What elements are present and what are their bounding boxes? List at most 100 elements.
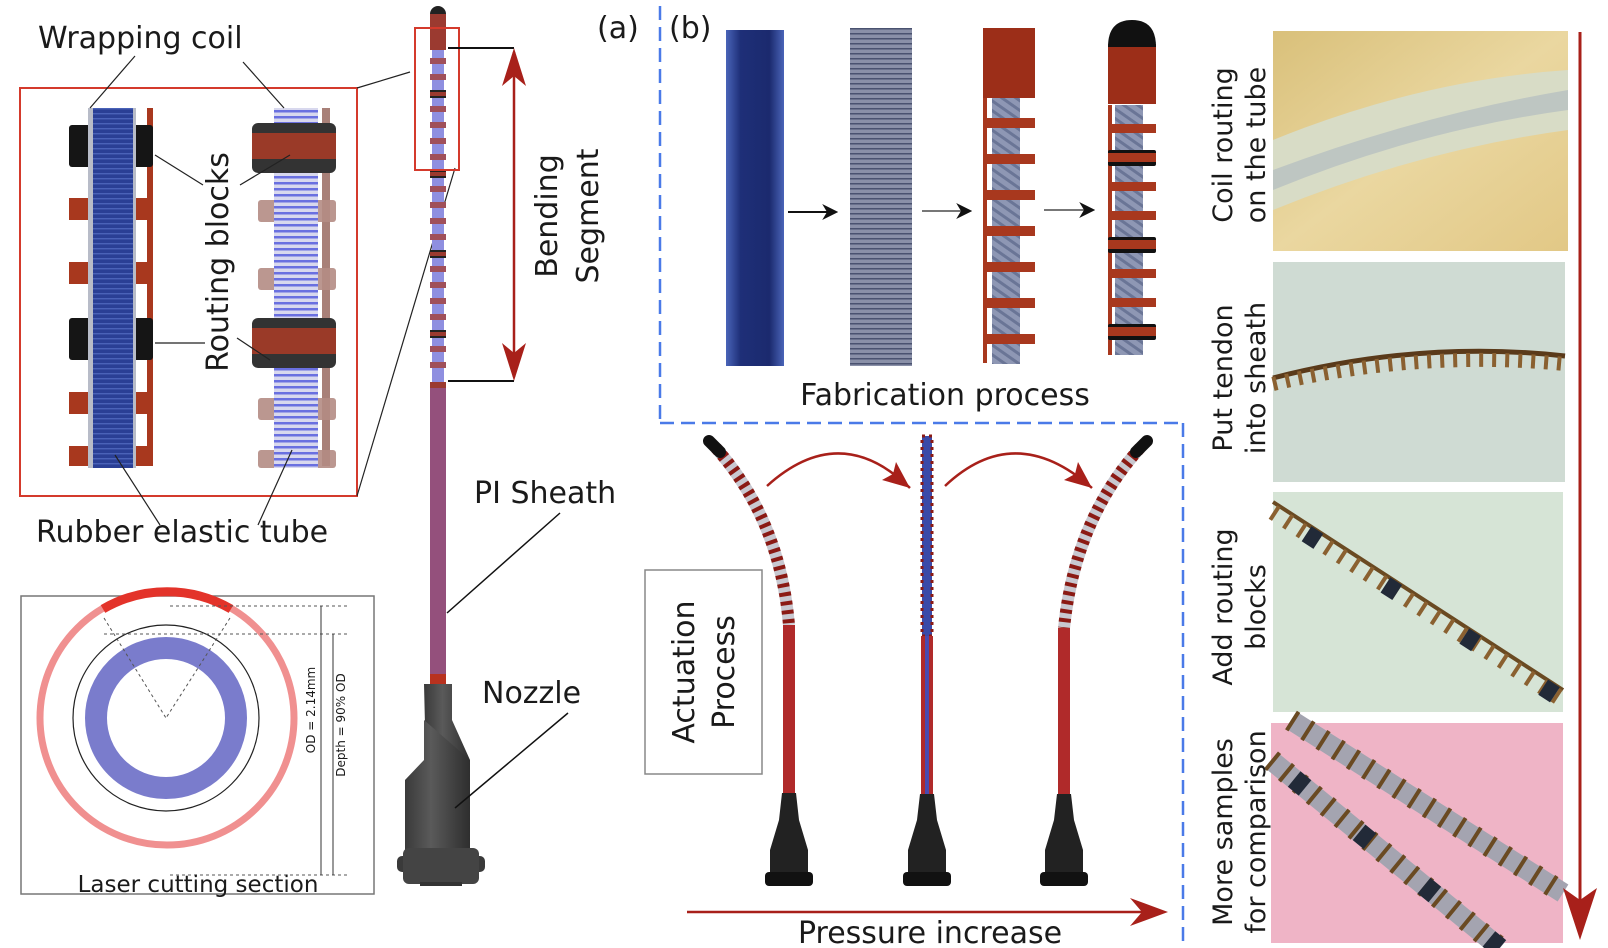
dimension-guides <box>103 605 350 876</box>
sheath-ring <box>430 346 446 352</box>
sheath-ring <box>430 362 446 368</box>
photo-3-line2: blocks <box>1241 564 1272 650</box>
sheath-ring <box>430 58 446 64</box>
od-label: OD = 2.14mm <box>304 667 318 753</box>
photo-4-line2: for comparison <box>1241 730 1272 933</box>
sheath-ring <box>430 298 446 304</box>
sheath-rib <box>1108 298 1156 307</box>
rubber-tube-ring <box>85 637 247 799</box>
detail-frame <box>19 87 358 497</box>
sheath-ring <box>430 218 446 224</box>
pressure-label: Pressure increase <box>798 916 1062 948</box>
photo-more-samples <box>1264 710 1569 948</box>
label-bending: Bending <box>530 154 565 278</box>
label-pi-sheath: PI Sheath <box>474 476 616 511</box>
zoom-region-box <box>414 27 460 171</box>
cross-section-title: Laser cutting section <box>78 872 319 898</box>
sheath-rib <box>1108 153 1156 162</box>
catheter-bent-left <box>703 435 813 886</box>
curved-arrow-2 <box>944 452 1093 489</box>
actuation-line2: Process <box>707 615 742 729</box>
arrow-down-icon <box>502 343 526 381</box>
actuation-label-box <box>644 569 763 775</box>
catheter-straight-center <box>903 434 951 886</box>
sheath-rib <box>1108 327 1156 336</box>
sheath-rib <box>1108 211 1156 220</box>
laser-cut-region <box>100 587 234 613</box>
sheath-ring <box>430 186 446 192</box>
arrowhead-icon <box>882 462 910 488</box>
fabrication-title: Fabrication process <box>800 378 1090 413</box>
sheath-ring <box>430 202 446 208</box>
sheath-rib <box>1108 269 1156 278</box>
outer-sheath-ring <box>36 587 298 849</box>
sheath-rib <box>983 154 1035 164</box>
label-wrapping-coil: Wrapping coil <box>38 21 243 56</box>
photo-1-line1: Coil routing <box>1208 67 1239 222</box>
detail-model-right <box>252 108 336 468</box>
actuation-line1: Actuation <box>667 600 702 743</box>
photo-3-line1: Add routing <box>1208 528 1239 685</box>
catheter-bent-right <box>1040 435 1153 886</box>
depth-label: Depth = 90% OD <box>334 673 348 776</box>
photo-tendon-sheath <box>1271 262 1566 482</box>
fab-step-3-sheath <box>983 28 1035 364</box>
panel-label-a: (a) <box>597 11 639 46</box>
sheath-rib <box>983 118 1035 128</box>
photo-1-line2: on the tube <box>1241 67 1272 224</box>
sheath-ring <box>430 282 446 288</box>
detail-model-left <box>69 108 153 468</box>
photo-4-line1: More samples <box>1208 738 1239 926</box>
tip-cap <box>1108 20 1156 47</box>
pi-sheath <box>430 382 446 682</box>
fab-step-1-tube <box>726 30 784 366</box>
sheath-rib <box>983 226 1035 236</box>
fabrication-panel: Fabrication process <box>726 20 1156 413</box>
curved-arrow-1 <box>766 452 911 489</box>
sheath-rib <box>983 298 1035 308</box>
fab-step-2-coil <box>850 28 912 366</box>
photo-routing-blocks <box>1268 492 1568 712</box>
catheter-leaders <box>446 512 569 809</box>
sheath-rib <box>983 262 1035 272</box>
fab-step-4-final <box>1108 20 1156 355</box>
arrow-right-icon <box>1130 898 1168 926</box>
sheath-rib <box>983 334 1035 344</box>
sheath-rib <box>1108 182 1156 191</box>
catheter-model: Bending Segment PI Sheath Nozzle <box>397 6 616 886</box>
photo-coil-routing <box>1273 31 1568 251</box>
sheath-rib <box>1108 124 1156 133</box>
photo-2-line1: Put tendon <box>1208 304 1239 451</box>
arrow-up-icon <box>502 48 526 86</box>
label-routing-blocks: Routing blocks <box>201 152 236 372</box>
label-segment: Segment <box>571 148 606 283</box>
inner-boundary-ring <box>72 624 260 812</box>
photo-column: Coil routing on the tube Put tendon into… <box>1208 31 1597 948</box>
sheath-ring <box>430 122 446 128</box>
routing-block-ring <box>252 318 336 368</box>
sheath-ring <box>430 234 446 240</box>
panel-label-b: (b) <box>669 11 711 46</box>
detail-view: Wrapping coil Routing blocks Rubber elas… <box>19 21 456 550</box>
sheath-rib <box>983 190 1035 200</box>
routing-block-ring <box>252 123 336 173</box>
sheath-ring <box>430 154 446 160</box>
bending-segment-bracket <box>448 47 514 382</box>
arrowhead-icon <box>1064 462 1092 488</box>
label-rubber-elastic-tube: Rubber elastic tube <box>36 515 328 550</box>
sheath-ring <box>430 106 446 112</box>
catheter-rings <box>430 58 446 368</box>
sheath-ring <box>430 266 446 272</box>
sheath-ring <box>430 314 446 320</box>
label-nozzle: Nozzle <box>482 676 581 711</box>
photo-2-line2: into sheath <box>1241 302 1272 454</box>
sheath-ring <box>430 138 446 144</box>
panel-divider <box>658 6 1185 948</box>
sheath-rib <box>1108 240 1156 249</box>
cross-section-panel: OD = 2.14mm Depth = 90% OD Laser cutting… <box>20 587 375 898</box>
arrow-down-icon <box>1563 888 1597 940</box>
actuation-panel: Actuation Process <box>644 434 1168 948</box>
dimension-lines <box>320 606 334 875</box>
sheath-ring <box>430 74 446 80</box>
